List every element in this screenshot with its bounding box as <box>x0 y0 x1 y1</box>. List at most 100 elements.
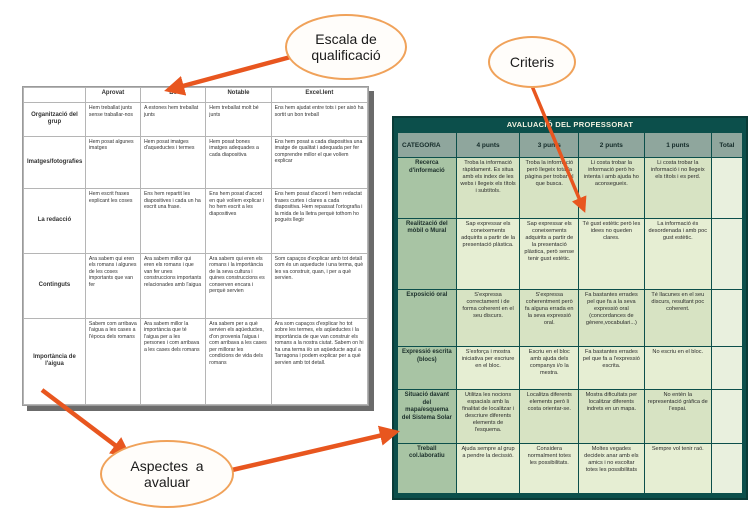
callout-aspectes-line2: avaluar <box>144 474 190 490</box>
rubric-left-cell: Hem treballat junts sense traballar-nos <box>84 102 141 137</box>
rubric-right-row: Situació davant del mapa/esquema del Sis… <box>397 389 744 444</box>
rubric-left-table: Aprovat Bé Notable Excel.lent Organitzac… <box>23 87 369 406</box>
rubric-left-cell: Som capaços d'explicar amb tot detall co… <box>270 252 369 319</box>
rubric-right-total-cell <box>710 346 744 391</box>
rubric-right-table: CATEGORIA 4 punts 3 punts 2 punts 1 punt… <box>397 132 744 495</box>
rubric-left-cell: A estones hem treballat junts <box>139 102 207 137</box>
callout-aspectes-avaluar: Aspectes a avaluar <box>100 440 234 508</box>
rubric-right-row: Recerca d'informació Troba la informació… <box>397 157 744 219</box>
callout-escala-line2: qualificació <box>311 47 381 63</box>
rubric-left-row-label: La redacció <box>23 188 86 254</box>
rubric-left-cell: Sabem com arribava l'aigua a les cases a… <box>84 317 141 406</box>
rubric-right-cell: Fa bastantes errades pel que fa a la sev… <box>578 289 645 348</box>
rubric-right-header-total: Total <box>710 132 744 158</box>
rubric-left-cell: Hem posat algunes imatges <box>84 135 141 190</box>
rubric-right-cell: No escriu en el bloc. <box>643 346 712 391</box>
rubric-right-total-cell <box>710 442 744 495</box>
rubric-right-header-1: 1 punts <box>643 132 712 158</box>
rubric-left-cell: Ara sabem per a què servien els aqüeduct… <box>205 317 272 406</box>
rubric-table-teacher: AVALUACIÓ DEL PROFESSORAT CATEGORIA 4 pu… <box>394 118 746 498</box>
rubric-left-header-row: Aprovat Bé Notable Excel.lent <box>23 87 369 103</box>
rubric-right-header-2: 2 punts <box>578 132 645 158</box>
rubric-right-header-categoria: CATEGORIA <box>397 132 457 158</box>
rubric-right-row-label: Situació davant del mapa/esquema del Sis… <box>397 389 457 444</box>
rubric-left-header-excellent: Excel.lent <box>270 87 369 103</box>
rubric-right-row-label: Recerca d'informació <box>397 157 457 219</box>
rubric-right-header-4: 4 punts <box>455 132 521 158</box>
rubric-right-cell: Sempre vol tenir raó. <box>643 442 712 495</box>
rubric-right-cell: S'esforça i mostra iniciativa per escriu… <box>455 346 521 391</box>
rubric-left-row: Imatges/fotografies Hem posat algunes im… <box>23 135 369 190</box>
rubric-left-row: Continguts Ara sabem qui eren els romans… <box>23 252 369 319</box>
rubric-left-cell: Ens hem posat a cada diapositiva una ima… <box>270 135 369 190</box>
rubric-right-row: Expressió escrita (blocs) S'esforça i mo… <box>397 346 744 391</box>
rubric-right-cell: S'expressa correctament i de forma coher… <box>455 289 521 348</box>
rubric-left-header-notable: Notable <box>205 87 272 103</box>
callout-criteris: Criteris <box>488 36 576 88</box>
rubric-right-row-label: Exposició oral <box>397 289 457 348</box>
callout-escala-line1: Escala de <box>315 30 377 47</box>
rubric-right-cell: Ajuda sempre al grup a pendre la decissi… <box>455 442 521 495</box>
rubric-right-total-cell <box>710 157 744 219</box>
rubric-right-total-cell <box>710 389 744 444</box>
rubric-right-cell: Li costa trobar la informació però ho in… <box>578 157 645 219</box>
rubric-left-cell: Ara sabem qui eren els romans i algunes … <box>84 252 141 319</box>
rubric-left-row-label: Importància de l'aigua <box>23 317 86 406</box>
rubric-left-row-label: Imatges/fotografies <box>23 135 86 190</box>
rubric-right-row-label: Realització del mòbil o Mural <box>397 217 457 291</box>
arrow-escala <box>164 52 299 96</box>
callout-escala-qualificacio: Escala de qualificació <box>285 14 407 80</box>
rubric-left-row: Organització del grup Hem treballat junt… <box>23 102 369 137</box>
rubric-left-cell: Hem treballat molt bé junts <box>205 102 272 137</box>
callout-criteris-text: Criteris <box>509 53 555 70</box>
rubric-right-row: Treball col.laboratiu Ajuda sempre al gr… <box>397 442 744 495</box>
rubric-right-header-3: 3 punts <box>519 132 580 158</box>
rubric-right-row: Exposició oral S'expressa correctament i… <box>397 289 744 348</box>
rubric-table-students: Aprovat Bé Notable Excel.lent Organitzac… <box>22 86 369 406</box>
rubric-left-cell: Hem escrit frases explicant les coses <box>84 188 141 254</box>
rubric-right-cell: No entén la representació gràfica de l'e… <box>643 389 712 444</box>
rubric-right-total-cell <box>710 217 744 291</box>
rubric-right-cell: Sap expressar els coneixements adquirits… <box>519 217 580 291</box>
rubric-right-header-row: CATEGORIA 4 punts 3 punts 2 punts 1 punt… <box>397 132 744 158</box>
rubric-left-header-be: Bé <box>139 87 207 103</box>
rubric-left-cell: Ens hem repartit les diapositives i cada… <box>139 188 207 254</box>
rubric-left-cell: Ens hem posat d'acord en què volíem expl… <box>205 188 272 254</box>
rubric-left-cell: Hem posat bones imatges adequades a cada… <box>205 135 272 190</box>
rubric-left-cell: Ens hem posat d'acord i hem redactat fra… <box>270 188 369 254</box>
rubric-right-row-label: Expressió escrita (blocs) <box>397 346 457 391</box>
callout-aspectes-line1: Aspectes a <box>130 457 204 474</box>
rubric-right-cell: Sap expressar els coneixements adquirits… <box>455 217 521 291</box>
rubric-right-cell: Localitza diferents elements però li cos… <box>519 389 580 444</box>
rubric-right-cell: Té llacunes en el seu discurs, resultant… <box>643 289 712 348</box>
rubric-left-cell: Hem posat imatges d'aqueductes i termes <box>139 135 207 190</box>
rubric-right-cell: Li costa trobar la informació i no llege… <box>643 157 712 219</box>
rubric-right-cell: Utilitza les nocions espacials amb la fi… <box>455 389 521 444</box>
rubric-right-cell: Escriu en el bloc amb ajuda dels company… <box>519 346 580 391</box>
rubric-left-cell: Ara som capaços d'explicar ho tot sobre … <box>270 317 369 406</box>
rubric-left-header-aprovat: Aprovat <box>84 87 141 103</box>
rubric-left-header-corner <box>23 87 86 103</box>
rubric-right-cell: La informació és desordenada i amb poc g… <box>643 217 712 291</box>
rubric-right-cell: Troba la informació però llegeix tota la… <box>519 157 580 219</box>
rubric-left-row-label: Organització del grup <box>23 102 86 137</box>
rubric-right-cell: Considera normalment totes les possibili… <box>519 442 580 495</box>
rubric-left-cell: Ara sabem qui eren els romans i la impor… <box>205 252 272 319</box>
rubric-left-row: La redacció Hem escrit frases explicant … <box>23 188 369 254</box>
rubric-right-cell: Moltes vegades decideix anar amb els ami… <box>578 442 645 495</box>
rubric-left-cell: Ara sabem millor la importància que té l… <box>139 317 207 406</box>
rubric-left-cell: Ara sabem millor qui eren els romans i q… <box>139 252 207 319</box>
rubric-right-total-cell <box>710 289 744 348</box>
rubric-right-cell: Fa bastantes errades pel que fa a l'expr… <box>578 346 645 391</box>
rubric-right-cell: Té gust estètic però les idees no queden… <box>578 217 645 291</box>
rubric-right-row: Realització del mòbil o Mural Sap expres… <box>397 217 744 291</box>
rubric-right-cell: S'expressa coherentment però fa alguna e… <box>519 289 580 348</box>
arrow-aspectes-right <box>231 425 400 473</box>
rubric-right-title: AVALUACIÓ DEL PROFESSORAT <box>506 120 634 129</box>
rubric-right-cell: Mostra dificultats per localitzar difere… <box>578 389 645 444</box>
rubric-right-cell: Troba la informació ràpidament. Es situa… <box>455 157 521 219</box>
rubric-left-row: Importància de l'aigua Sabem com arribav… <box>23 317 369 406</box>
rubric-left-row-label: Continguts <box>23 252 86 319</box>
rubric-right-row-label: Treball col.laboratiu <box>397 442 457 495</box>
rubric-left-cell: Ens hem ajudat entre tots i per això ha … <box>270 102 369 137</box>
